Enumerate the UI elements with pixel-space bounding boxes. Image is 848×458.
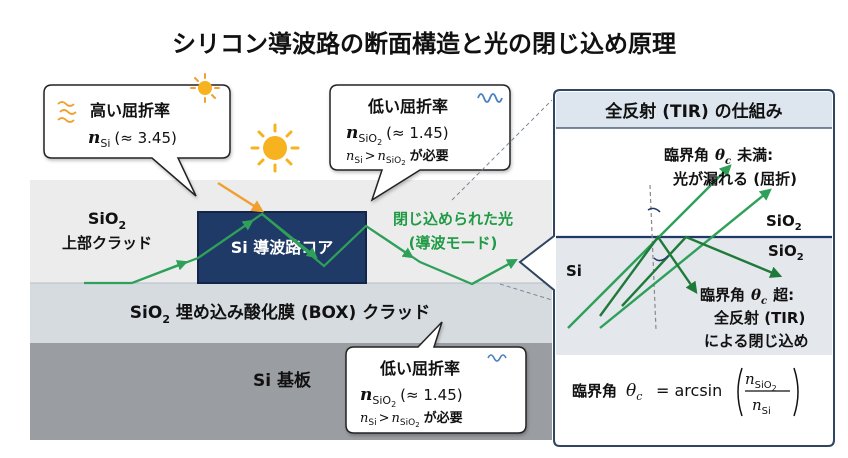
upper-cladding-label: 上部クラッド bbox=[62, 234, 152, 252]
ray-arrow-5 bbox=[471, 258, 518, 285]
tir-ray-2 bbox=[621, 235, 783, 307]
ray-arrow-2 bbox=[197, 219, 254, 259]
angle-arc-top bbox=[647, 207, 661, 213]
above-critical-line3: による閉じ込め bbox=[704, 332, 809, 350]
formula-numerator: nSiO2 bbox=[745, 370, 777, 393]
callout-low-index-top bbox=[329, 84, 511, 202]
angle-arc-bottom bbox=[653, 255, 669, 262]
below-critical-desc: 光が漏れる (屈折) bbox=[672, 170, 797, 188]
ray-arrow-3 bbox=[261, 213, 318, 259]
low-index-bottom-value: nSiO2(≈ 1.45) bbox=[360, 385, 463, 409]
above-critical-line2: 全反射 (TIR) bbox=[713, 309, 805, 327]
formula-prefix: 臨界角 bbox=[572, 382, 617, 400]
high-index-value: nSi(≈ 3.45) bbox=[88, 128, 177, 150]
box-cladding-layer bbox=[30, 283, 552, 343]
tir-sio2-lower: SiO2 bbox=[768, 242, 804, 263]
tir-panel-title: 全反射 (TIR) の仕組み bbox=[604, 101, 782, 122]
refracted-ray-arrow bbox=[718, 164, 732, 178]
formula-paren-left bbox=[737, 367, 743, 417]
wave-icon bbox=[477, 93, 503, 103]
ray-arrow-4 bbox=[365, 225, 414, 259]
high-index-heading: 高い屈折率 bbox=[90, 101, 170, 120]
refracted-ray-1 bbox=[567, 169, 727, 329]
low-index-bottom-heading: 低い屈折率 bbox=[379, 359, 460, 378]
ray-arrow-1 bbox=[131, 260, 189, 285]
wave-small-icon bbox=[487, 354, 507, 362]
incident-light-ray bbox=[217, 181, 265, 213]
guided-mode-line1: 閉じ込められた光 bbox=[393, 210, 513, 228]
refracted-ray-2 bbox=[599, 188, 772, 329]
guided-mode-line2: (導波モード) bbox=[409, 234, 498, 252]
box-label: SiO2 埋め込み酸化膜 (BOX) クラッド bbox=[130, 302, 430, 326]
callout-high-index bbox=[43, 84, 231, 197]
connector-line-bottom bbox=[499, 283, 553, 301]
formula-denominator: nSi bbox=[752, 396, 771, 417]
low-index-top-value: nSiO2(≈ 1.45) bbox=[346, 123, 449, 147]
formula-theta: θc bbox=[626, 381, 642, 403]
upper-cladding-formula: SiO2 bbox=[88, 209, 126, 232]
tir-ray-1 bbox=[599, 234, 698, 317]
page-title: シリコン導波路の断面構造と光の閉じ込め原理 bbox=[172, 30, 676, 58]
sun-small-icon bbox=[190, 73, 220, 103]
connector-line-top bbox=[451, 99, 553, 201]
tir-panel bbox=[518, 89, 835, 447]
tir-sio2-upper: SiO2 bbox=[766, 212, 802, 233]
core-label: Si 導波路コア bbox=[231, 238, 334, 257]
waveguide-core bbox=[197, 211, 367, 284]
sun-icon bbox=[250, 123, 300, 173]
formula-paren-right bbox=[793, 367, 799, 417]
wavy-light-icon bbox=[57, 101, 77, 123]
substrate-label: Si 基板 bbox=[253, 370, 312, 391]
low-index-top-heading: 低い屈折率 bbox=[367, 97, 448, 116]
tir-si-label: Si bbox=[566, 262, 582, 280]
formula-arcsin: = arcsin bbox=[656, 381, 722, 400]
critical-angle-formula: 臨界角 θc = arcsin nSiO2 nSi bbox=[572, 367, 799, 417]
callout-low-index-bottom bbox=[345, 321, 527, 434]
